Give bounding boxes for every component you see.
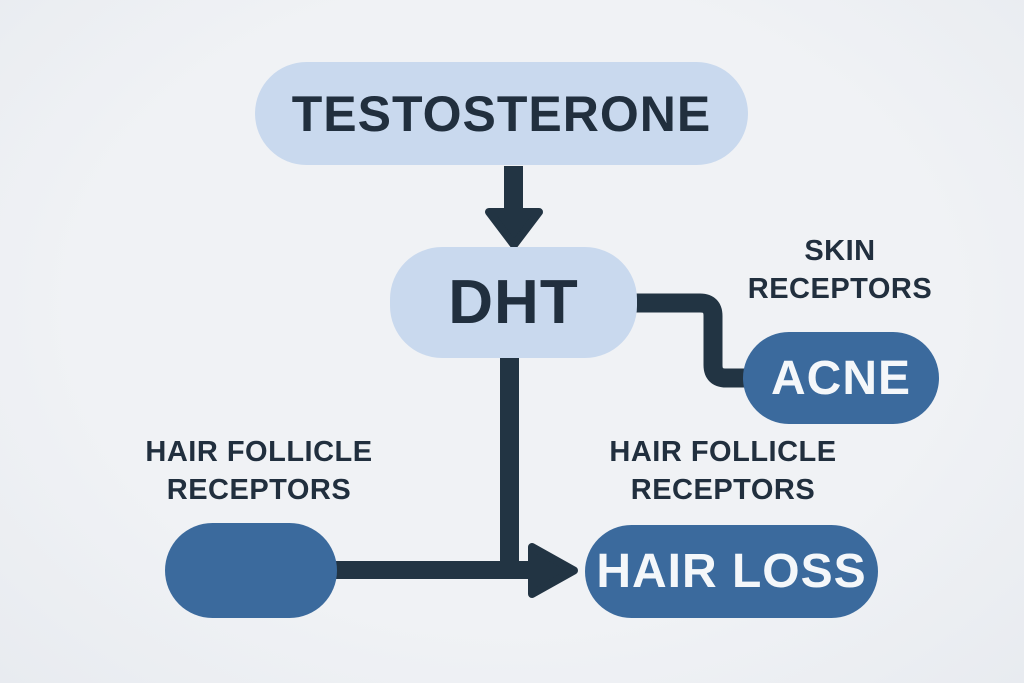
arrow-down-icon xyxy=(485,166,543,249)
node-testosterone: TESTOSTERONE xyxy=(255,62,748,165)
label-hair-follicle-receptors-right: HAIR FOLLICLE RECEPTORS xyxy=(594,434,852,509)
label-skin-receptors-line2: RECEPTORS xyxy=(747,272,933,305)
label-hf-right-line1: HAIR FOLLICLE xyxy=(609,436,837,468)
node-acne: ACNE xyxy=(743,332,939,424)
label-skin-receptors: SKIN RECEPTORS xyxy=(730,233,950,308)
node-hair-loss-label: HAIR LOSS xyxy=(596,545,867,598)
arrow-right-icon xyxy=(528,543,578,598)
node-hair-loss: HAIR LOSS xyxy=(585,525,878,618)
node-testosterone-label: TESTOSTERONE xyxy=(291,85,712,142)
node-acne-label: ACNE xyxy=(770,351,911,405)
node-receptor-pill xyxy=(165,523,337,618)
label-hf-right-line2: RECEPTORS xyxy=(630,473,816,506)
label-skin-receptors-line1: SKIN xyxy=(804,235,876,267)
node-dht-label: DHT xyxy=(448,268,579,337)
label-hf-left-line2: RECEPTORS xyxy=(166,473,352,506)
label-hair-follicle-receptors-left: HAIR FOLLICLE RECEPTORS xyxy=(130,434,388,509)
elbow-connector-dht-acne xyxy=(634,293,745,388)
label-hf-left-line1: HAIR FOLLICLE xyxy=(145,436,373,468)
node-dht: DHT xyxy=(390,247,637,358)
